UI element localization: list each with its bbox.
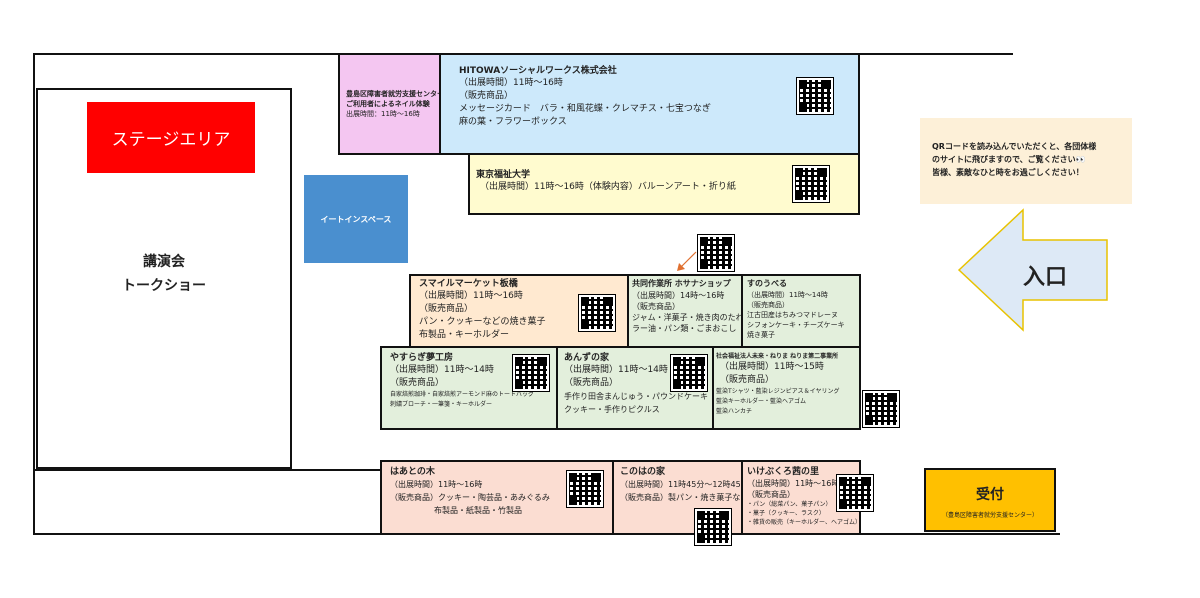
wall-bottom xyxy=(33,533,383,535)
wall-left xyxy=(33,53,35,535)
arrow-icon xyxy=(677,251,697,271)
booth-yasuragi: やすらぎ夢工房 （出展時間）11時〜14時 （販売商品） 自家焙煎珈琲・自家焙煎… xyxy=(380,346,558,430)
ikebukuro-items2: ・菓子（クッキー、ラスク） xyxy=(747,510,825,517)
yasuragi-items1: 自家焙煎珈琲・自家焙煎アーモンド麻のトートバッグ xyxy=(390,391,535,398)
sunoberu-hours: （出展時間）11時〜14時 xyxy=(747,291,828,299)
smile-hours: （出展時間）11時〜16時 xyxy=(419,291,523,301)
sunoberu-name: すのうべる xyxy=(747,279,787,288)
lecture-line1: 講演会 xyxy=(143,254,185,270)
hitowa-items1: メッセージカード バラ・和風花蝶・クレマチス・七宝つなぎ xyxy=(459,104,711,114)
booth-heart: はあとの木 （出展時間）11時〜16時 （販売商品）クッキー・陶芸品・あみぐるみ… xyxy=(380,460,614,535)
tokyo-fukushi-name: 東京福祉大学 xyxy=(476,170,531,180)
hosana-items2: ラー油・パン類・ごまおこし xyxy=(632,324,737,333)
booth-hitowa: HITOWAソーシャルワークス株式会社 （出展時間）11時〜16時 （販売商品）… xyxy=(439,55,860,155)
smile-items1: パン・クッキーなどの焼き菓子 xyxy=(419,317,546,327)
heart-hours: （出展時間）11時〜16時 xyxy=(390,480,483,489)
entrance-text: 入口 xyxy=(1022,265,1067,290)
hitowa-items2: 麻の葉・フラワーボックス xyxy=(459,117,567,127)
stage-label: ステージエリア xyxy=(111,130,231,150)
booth-sunoberu: すのうべる （出展時間）11時〜14時 （販売商品） 江古田産はちみつマドレーヌ… xyxy=(741,274,861,348)
info-line2: のサイトに飛びますので、ご覧ください👀 xyxy=(932,155,1086,164)
anzu-hours: （出展時間）11時〜14時 xyxy=(564,365,668,375)
miraiwa-name: 社会福祉法人未来・ねりま ねりま第二事業所 xyxy=(716,353,839,360)
hosana-type: （販売商品） xyxy=(632,302,680,311)
booth-hosana: 共同作業所 ホサナショップ （出展時間）14時〜16時 （販売商品） ジャム・洋… xyxy=(627,274,743,348)
booth-tokyo-fukushi: 東京福祉大学 （出展時間）11時〜16時（体験内容）バルーンアート・折り紙 xyxy=(468,153,860,215)
qr-code-icon[interactable] xyxy=(796,77,834,115)
hosana-name: 共同作業所 ホサナショップ xyxy=(632,279,731,288)
qr-code-icon[interactable] xyxy=(512,354,550,392)
wall-mid xyxy=(33,469,383,471)
sunoberu-type: （販売商品） xyxy=(747,301,789,309)
info-line3: 皆様、素敵なひと時をお過ごしください！ xyxy=(932,168,1084,177)
sunoberu-items2: シフォンケーキ・チーズケーキ xyxy=(747,321,845,329)
heart-type: （販売商品）クッキー・陶芸品・あみぐるみ xyxy=(390,493,550,502)
toshima-hours: 出展時間：11時〜16時 xyxy=(346,110,420,118)
booth-toshima: 豊島区障害者就労支援センター ご利用者によるネイル体験 出展時間：11時〜16時 xyxy=(338,55,441,155)
wall-top xyxy=(33,53,1013,55)
entrance-label: 入口 xyxy=(1015,259,1075,291)
eat-in-label: イートインスペース xyxy=(320,214,392,224)
hitowa-name: HITOWAソーシャルワークス株式会社 xyxy=(459,66,617,76)
anzu-type: （販売商品） xyxy=(564,378,619,388)
hosana-items1: ジャム・洋菓子・焼き肉のたれ xyxy=(632,313,743,322)
booth-miraiwa: 社会福祉法人未来・ねりま ねりま第二事業所 （出展時間）11時〜15時 （販売商… xyxy=(712,346,861,430)
konoha-hours: （出展時間）11時45分〜12時45分 xyxy=(620,480,743,489)
qr-code-icon[interactable] xyxy=(566,470,604,508)
ikebukuro-name: いけぶくろ茜の里 xyxy=(747,467,820,477)
info-line1: QRコードを読み込んでいただくと、各団体様 xyxy=(932,142,1097,151)
lecture-label: 講演会 トークショー xyxy=(38,250,290,298)
miraiwa-items3: 藍染ハンカチ xyxy=(716,408,753,415)
wall-bottom-right xyxy=(860,533,1060,535)
eat-in-space: イートインスペース xyxy=(304,175,408,263)
heart-name: はあとの木 xyxy=(390,467,435,477)
hitowa-hours: （出展時間）11時〜16時 xyxy=(459,78,563,88)
smile-name: スマイルマーケット板橋 xyxy=(419,279,518,289)
hitowa-type: （販売商品） xyxy=(459,91,514,101)
anzu-items2: クッキー・手作りピクルス xyxy=(564,405,660,414)
qr-code-icon[interactable] xyxy=(670,354,708,392)
miraiwa-hours: （出展時間）11時〜15時 xyxy=(720,362,824,372)
anzu-items1: 手作り田舎まんじゅう・パウンドケーキ xyxy=(564,392,708,401)
ikebukuro-items1: ・パン（総菜パン、菓子パン） xyxy=(747,501,832,508)
ikebukuro-items3: ・雑貨の販売（キーホルダー、ヘアゴム） xyxy=(747,519,861,526)
qr-code-icon[interactable] xyxy=(862,390,900,428)
qr-code-icon[interactable] xyxy=(578,294,616,332)
info-box: QRコードを読み込んでいただくと、各団体様 のサイトに飛びますので、ご覧ください… xyxy=(920,118,1132,204)
heart-items1: 布製品・紙製品・竹製品 xyxy=(434,506,522,515)
miraiwa-items1: 藍染Tシャツ・藍染レジンピアス＆イヤリング xyxy=(716,388,840,395)
smile-items2: 布製品・キーホルダー xyxy=(419,330,510,340)
toshima-line2: ご利用者によるネイル体験 xyxy=(346,100,430,108)
qr-code-icon[interactable] xyxy=(697,234,735,272)
ikebukuro-hours: （出展時間）11時〜16時 xyxy=(747,479,840,488)
booth-anzu: あんずの家 （出展時間）11時〜14時 （販売商品） 手作り田舎まんじゅう・パウ… xyxy=(556,346,714,430)
tokyo-fukushi-detail: （出展時間）11時〜16時（体験内容）バルーンアート・折り紙 xyxy=(480,182,736,192)
qr-code-icon[interactable] xyxy=(836,474,874,512)
stage-area: ステージエリア xyxy=(87,102,255,173)
anzu-name: あんずの家 xyxy=(564,353,610,363)
konoha-name: このはの家 xyxy=(620,467,666,477)
smile-type: （販売商品） xyxy=(419,304,474,314)
ikebukuro-type: （販売商品） xyxy=(747,490,795,499)
hosana-hours: （出展時間）14時〜16時 xyxy=(632,291,725,300)
reception-label: 受付 xyxy=(976,487,1004,503)
yasuragi-hours: （出展時間）11時〜14時 xyxy=(390,365,494,375)
miraiwa-items2: 藍染キーホルダー・藍染ヘアゴム xyxy=(716,398,807,405)
entrance-arrow-icon xyxy=(957,208,1108,332)
konoha-type: （販売商品）製パン・焼き菓子など xyxy=(620,493,743,502)
yasuragi-type: （販売商品） xyxy=(390,378,445,388)
miraiwa-type: （販売商品） xyxy=(720,375,775,385)
sunoberu-items1: 江古田産はちみつマドレーヌ xyxy=(747,311,838,319)
qr-code-icon[interactable] xyxy=(694,508,732,546)
booth-smile: スマイルマーケット板橋 （出展時間）11時〜16時 （販売商品） パン・クッキー… xyxy=(409,274,629,348)
qr-code-icon[interactable] xyxy=(792,165,830,203)
reception-desk[interactable]: 受付 （豊島区障害者就労支援センター） xyxy=(924,468,1056,532)
reception-sub: （豊島区障害者就労支援センター） xyxy=(941,512,1038,519)
yasuragi-name: やすらぎ夢工房 xyxy=(390,353,454,363)
yasuragi-items2: 刺繍ブローチ・一筆箋・キーホルダー xyxy=(390,401,493,408)
lecture-area: ステージエリア 講演会 トークショー xyxy=(36,88,292,469)
sunoberu-items3: 焼き菓子 xyxy=(747,331,775,339)
lecture-line2: トークショー xyxy=(122,278,206,294)
toshima-line1: 豊島区障害者就労支援センター xyxy=(346,90,441,98)
